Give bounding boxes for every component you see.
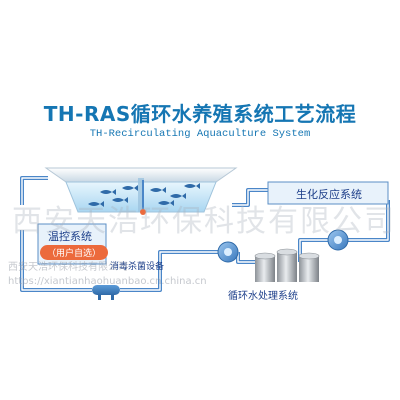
left-pump-icon (217, 241, 239, 263)
diagram-subtitle: TH-Recirculating Aquaculture System (89, 128, 311, 140)
fish-icons (88, 183, 200, 207)
disinfection-label: 消毒杀菌设备 (110, 262, 165, 272)
pipe-tank-to-bioreactor (232, 188, 268, 207)
tank-drain-point (140, 209, 146, 215)
temp-control-label: 温控系统 (48, 230, 92, 243)
pipe-filters-to-left-pump (236, 252, 255, 264)
uv-disinfection-unit (92, 285, 120, 300)
right-pump-icon (327, 229, 349, 251)
user-optional-tag: （用户自选） (40, 245, 109, 260)
aquaculture-tank (44, 167, 238, 215)
water-treatment-label: 循环水处理系统 (228, 291, 298, 302)
pipe-temp-to-tank (20, 176, 48, 205)
diagram-title: TH-RAS循环水养殖系统工艺流程 (43, 102, 357, 126)
pipe-bioreactor-to-pump (348, 200, 390, 242)
bioreactor-label: 生化反应系统 (296, 188, 362, 201)
bioreactor-box (267, 181, 389, 205)
filter-cylinders (254, 248, 320, 282)
